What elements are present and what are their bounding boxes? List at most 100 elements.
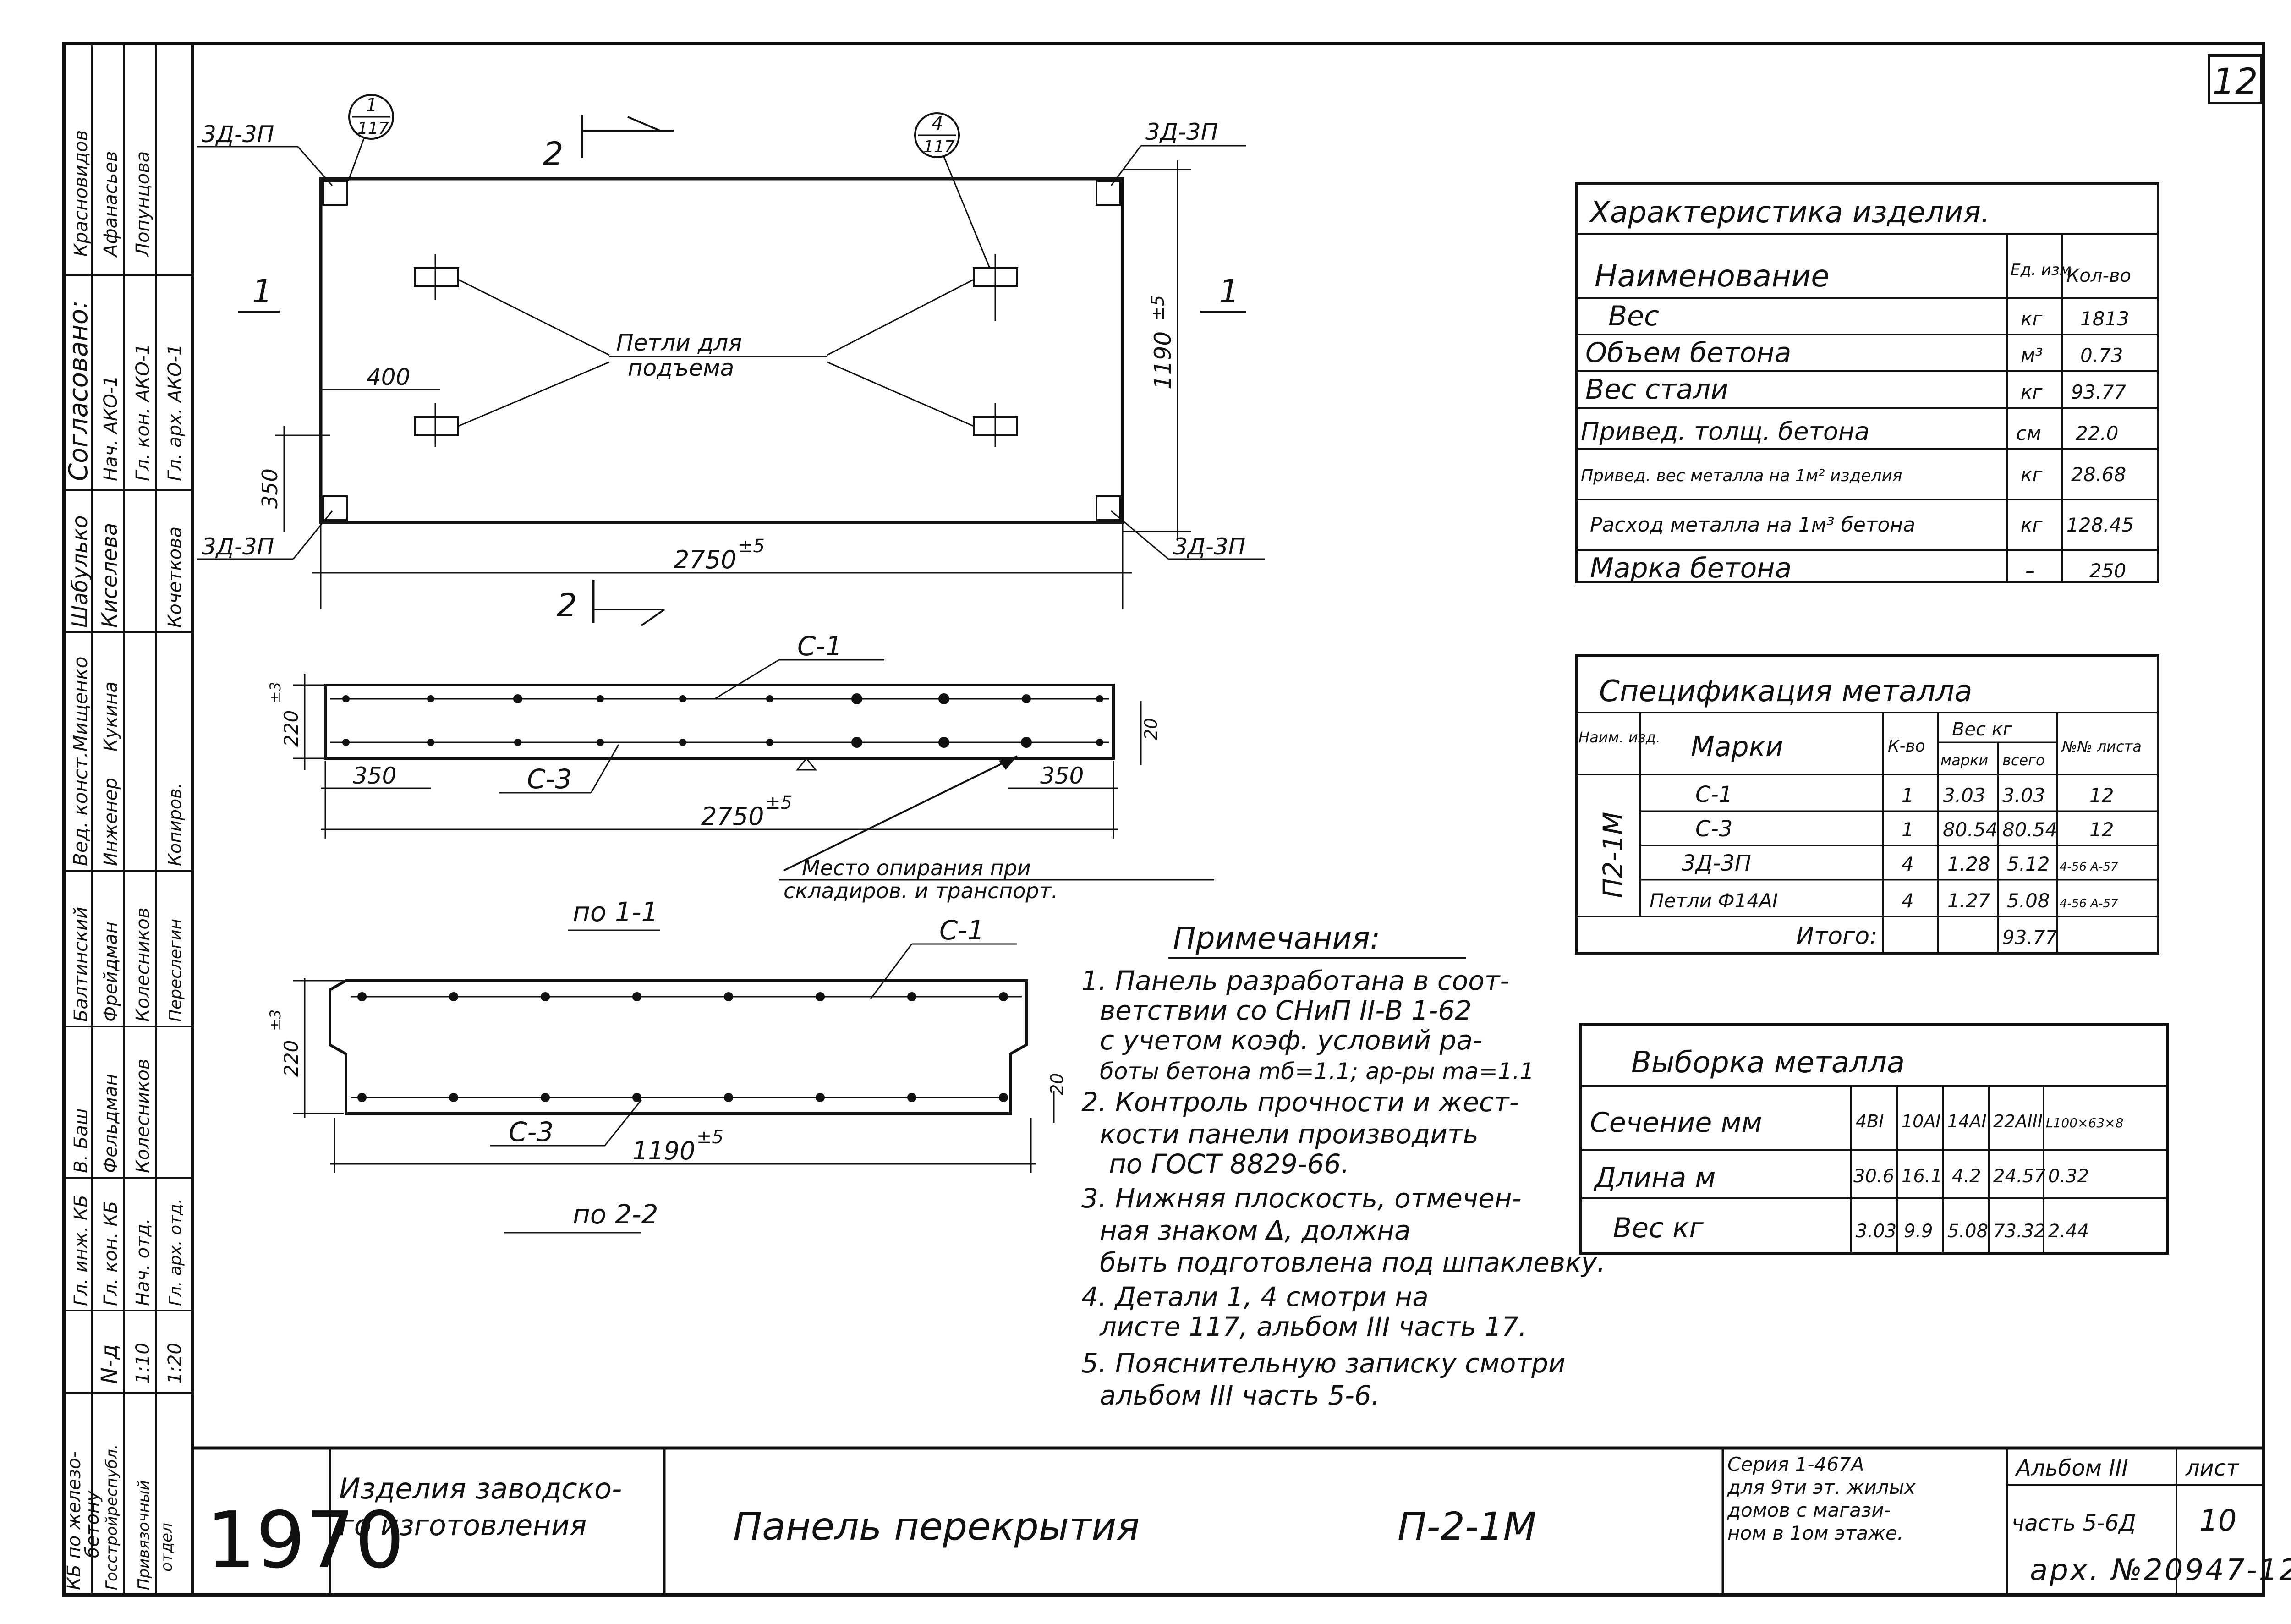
support-note-2: складиров. и транспорт. [784, 878, 1058, 903]
drawing-label: 1 [1902, 784, 1914, 807]
corner-part-label: 3Д-3П [1146, 119, 1218, 145]
drawing-label: 1813 [2080, 307, 2129, 330]
drawing-label: 22АIII [1993, 1111, 2043, 1131]
drawing-label: 0.73 [2080, 344, 2123, 367]
drawing-label: Марки [1691, 731, 1783, 763]
corner-part-label: 3Д-3П [202, 121, 274, 148]
drawing-label: 80.54 [1943, 818, 1998, 841]
table-title: Спецификация металла [1599, 675, 1972, 708]
drawing-label: 350 [353, 763, 396, 789]
drawing-label: 3Д-3П [1682, 850, 1751, 876]
drawing-label: Шабулько [67, 516, 92, 628]
drawing-label: ±5 [1148, 295, 1168, 321]
drawing-label: 30.6 [1853, 1166, 1894, 1187]
drawing-label: Вес кг [1952, 719, 2013, 740]
drawing-label: Наим. изд. [1578, 729, 1661, 746]
rebar-c1-label: С-1 [939, 915, 984, 946]
drawing-label: 128.45 [2066, 514, 2134, 536]
drawing-label: 2.44 [2048, 1221, 2089, 1242]
dim-width: 1190 [1150, 331, 1176, 390]
drawing-label: 73.32 [1993, 1221, 2046, 1242]
drawing-label: Вед. конст. [69, 752, 92, 866]
drawing-label: Гл. кон. КБ [100, 1201, 121, 1306]
drawing-label: Киселева [97, 523, 122, 628]
archive-number: арх. №20947-12 [2030, 1553, 2291, 1587]
note-line: ветствии со СНиП II-В 1-62 [1100, 995, 1472, 1026]
note-line: боты бетона mб=1.1; ар-ры mа=1.1 [1100, 1058, 1534, 1085]
drawing-label: кг [2021, 514, 2043, 536]
drawing-label: Кукина [100, 681, 121, 752]
drawing-label: домов с магази- [1727, 1499, 1891, 1521]
characteristics-table: Характеристика изделия. Наименование Ед.… [1575, 182, 2159, 584]
drawing-label: 4.2 [1952, 1166, 1981, 1187]
drawing-label: 3.03 [2002, 784, 2045, 807]
rebar-c1-label: С-1 [797, 631, 842, 662]
plan-view: Петли для подъема 3Д-3П 3Д-3П 3Д-3П 3Д-3… [197, 94, 1265, 626]
drawing-label: 1:20 [164, 1343, 186, 1384]
drawing-label: 20 [1047, 1073, 1067, 1095]
drawing-label: 5.08 [1947, 1221, 1988, 1242]
note-line: по ГОСТ 8829-66. [1109, 1148, 1349, 1180]
drawing-label: 5.08 [2007, 889, 2050, 912]
drawing-label: Балтинский [71, 907, 92, 1022]
drawing-label: Длина м [1593, 1162, 1716, 1194]
detail-callout [914, 112, 960, 158]
drawing-label: 28.68 [2071, 463, 2126, 486]
dim-width: 1190 [632, 1136, 695, 1165]
drawing-label: 3.03 [1856, 1221, 1896, 1242]
side-stamp: Согласовано: Нач. АКО-1 Красновидов Гл. … [64, 44, 192, 1595]
drawing-label: 16.1 [1902, 1166, 1942, 1187]
section-mark: 1 [252, 273, 273, 310]
drawing-label: 9.9 [1904, 1221, 1933, 1242]
drawing-label: 14АI [1947, 1111, 1987, 1131]
loops-label: Петли для [616, 329, 742, 356]
drawing-label: ±3 [267, 682, 284, 703]
drawing-label: 1 [1902, 818, 1914, 841]
drawing-label: С-3 [1695, 816, 1732, 842]
drawing-label: ±5 [765, 792, 792, 813]
section-mark: 1 [1219, 273, 1239, 310]
note-line: кости панели производить [1100, 1119, 1479, 1150]
drawing-label: 220 [280, 710, 302, 747]
drawing-label: 4 [932, 113, 943, 134]
drawing-label: Фрейдман [100, 922, 121, 1022]
drawing-label: Серия 1-467А [1727, 1453, 1864, 1476]
dim-length: 2750 [674, 545, 736, 574]
drawing-label: 1:10 [132, 1343, 153, 1384]
drawing-label: 220 [280, 1040, 302, 1077]
note-line: 1. Панель разработана в соот- [1081, 965, 1509, 996]
drawing-label: 0.32 [2048, 1166, 2089, 1187]
drawing-label: Вес кг [1613, 1212, 1704, 1244]
column-header: Наименование [1595, 258, 1830, 294]
drawing-label: 12 [2089, 818, 2114, 841]
drawing-label: – [2025, 560, 2035, 582]
total-value: 93.77 [2002, 926, 2058, 949]
drawing-label: 22.0 [2076, 422, 2119, 444]
drawing-label: Нач. АКО-1 [100, 375, 121, 481]
drawing-label: Копиров. [165, 783, 185, 866]
lifting-loop [414, 416, 459, 436]
drawing-label: марки [1940, 752, 1988, 769]
title-block: 1970 Изделия заводско- го изготовления П… [191, 1446, 2265, 1597]
dim-400: 400 [367, 364, 410, 390]
product-mark: П-2-1М [1398, 1504, 1536, 1549]
drawing-label: Гл. арх. отд. [166, 1199, 185, 1306]
drawing-label: Красновидов [71, 130, 92, 257]
notes-title: Примечания: [1173, 921, 1380, 956]
drawing-label: часть 5-6Д [2011, 1510, 2136, 1536]
drawing-label: 4-56 А-57 [2060, 860, 2118, 874]
dim-length: 2750 [701, 802, 764, 831]
section-title: по 2-2 [573, 1199, 658, 1230]
drawing-label: Петли Ф14АI [1650, 889, 1778, 912]
loops-label-2: подъема [628, 355, 734, 381]
drawing-label: Колесников [132, 1059, 153, 1173]
product-name: Панель перекрытия [733, 1504, 1140, 1549]
note-line: быть подготовлена под шпаклевку. [1100, 1247, 1606, 1278]
lifting-loop [414, 267, 459, 287]
drawing-label: Марка бетона [1590, 552, 1792, 584]
drawing-label: 10АI [1902, 1111, 1941, 1131]
drawing-label: L100×63×8 [2046, 1115, 2123, 1130]
note-line: 5. Пояснительную записку смотри [1081, 1348, 1566, 1379]
drawing-label: 93.77 [2071, 381, 2127, 403]
note-line: 2. Контроль прочности и жест- [1081, 1086, 1519, 1118]
